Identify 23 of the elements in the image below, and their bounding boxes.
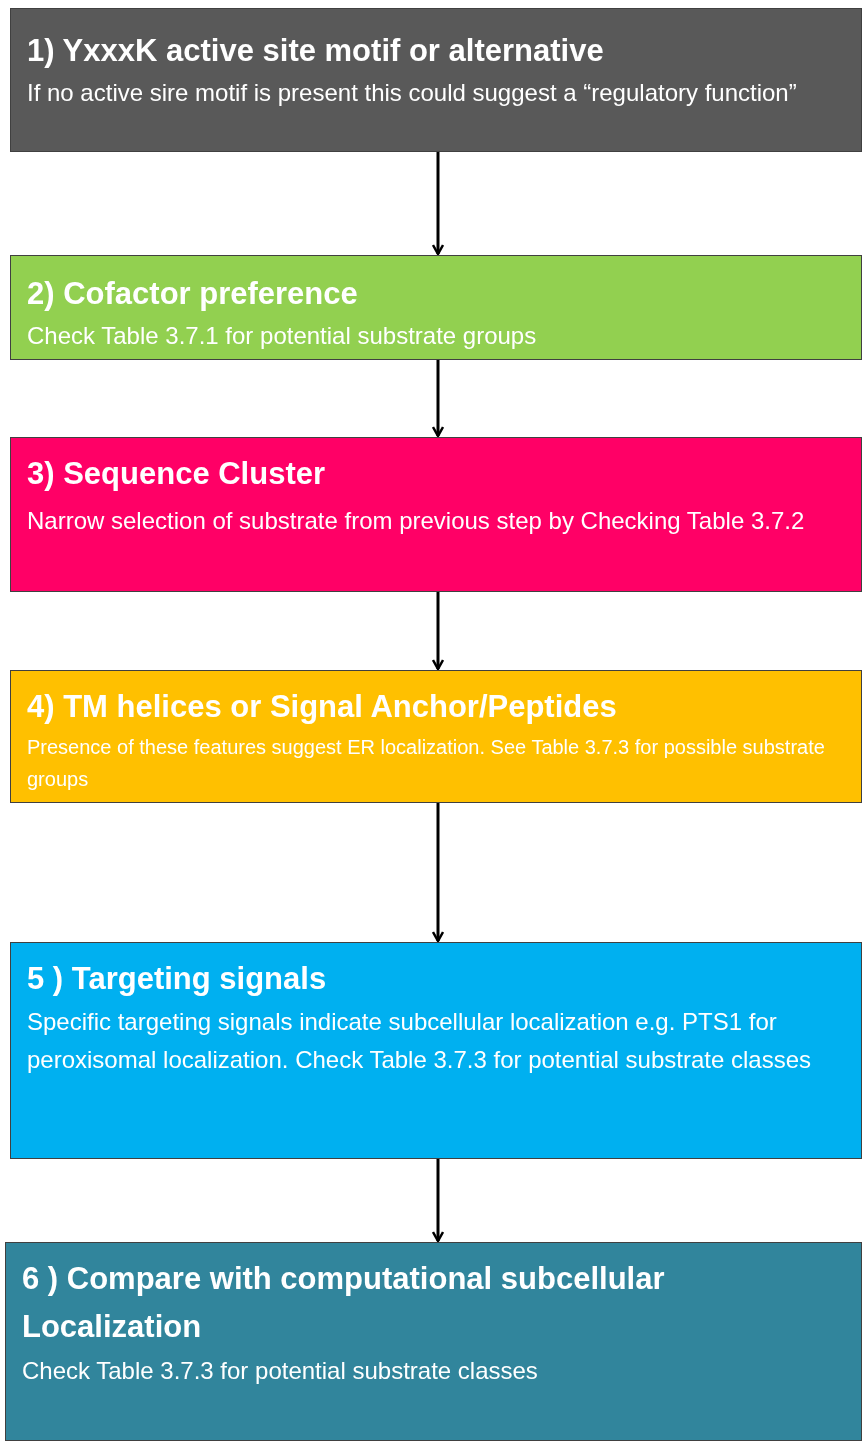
arrow — [431, 152, 445, 256]
step-heading: 4) TM helices or Signal Anchor/Peptides — [27, 688, 618, 726]
step-box — [10, 670, 862, 803]
step-box — [10, 437, 862, 592]
step-heading: 3) Sequence Cluster — [27, 455, 327, 493]
arrow — [431, 1159, 445, 1243]
step-box — [10, 255, 862, 360]
step-description: Specific targeting signals indicate subcellular localization e.g. PTS1 for peroxisomal localization. Check Table 3.7.3 for potential substrate classes — [27, 1007, 812, 1075]
step-box — [10, 942, 862, 1159]
step-description: If no active sire motif is present this could suggest a “regulatory function” — [27, 78, 798, 108]
step-description: Check Table 3.7.3 for potential substrate classes — [22, 1356, 539, 1386]
step-heading: 6 ) Compare with computational subcellular Localization — [22, 1260, 666, 1346]
step-heading: 1) YxxxK active site motif or alternative — [27, 32, 605, 70]
step-description: Narrow selection of substrate from previous step by Checking Table 3.7.2 — [27, 506, 806, 536]
step-heading: 5 ) Targeting signals — [27, 960, 328, 998]
step-box — [5, 1242, 862, 1441]
step-description: Presence of these features suggest ER localization. See Table 3.7.3 for possible substrate groups — [27, 735, 826, 792]
arrow — [431, 360, 445, 438]
step-description: Check Table 3.7.1 for potential substrate groups — [27, 321, 538, 351]
arrow — [431, 803, 445, 943]
step-box — [10, 8, 862, 152]
step-heading: 2) Cofactor preference — [27, 275, 359, 313]
arrow — [431, 592, 445, 671]
